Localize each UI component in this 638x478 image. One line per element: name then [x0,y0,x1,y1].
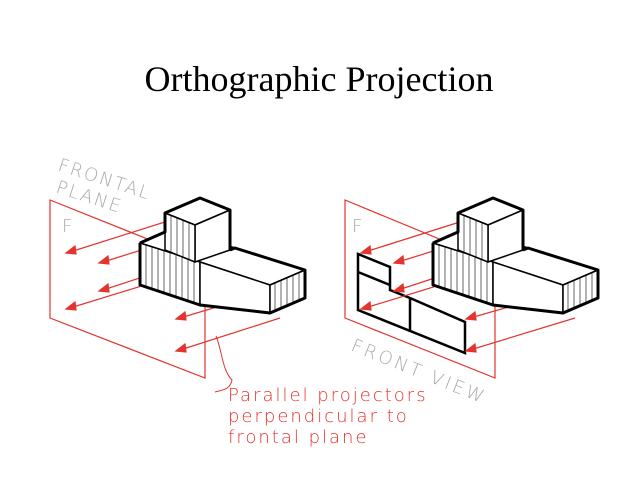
note-line-1: Parallel projectors [228,385,428,406]
note-leader [214,335,233,393]
note-line-3: frontal plane [228,427,369,448]
object-left [138,196,307,315]
page-title: Orthographic Projection [144,59,494,99]
front-view-projection [356,252,467,355]
note-line-2: perpendicular to [228,406,409,427]
left-figure: FRONTAL PLANE F [49,155,307,393]
projector-note: Parallel projectors perpendicular to fro… [228,385,428,448]
plane-letter-left: F [62,216,72,237]
plane-letter-right: F [352,216,362,237]
object-right [431,196,600,315]
right-figure: F FRONT VIEW [344,196,600,409]
